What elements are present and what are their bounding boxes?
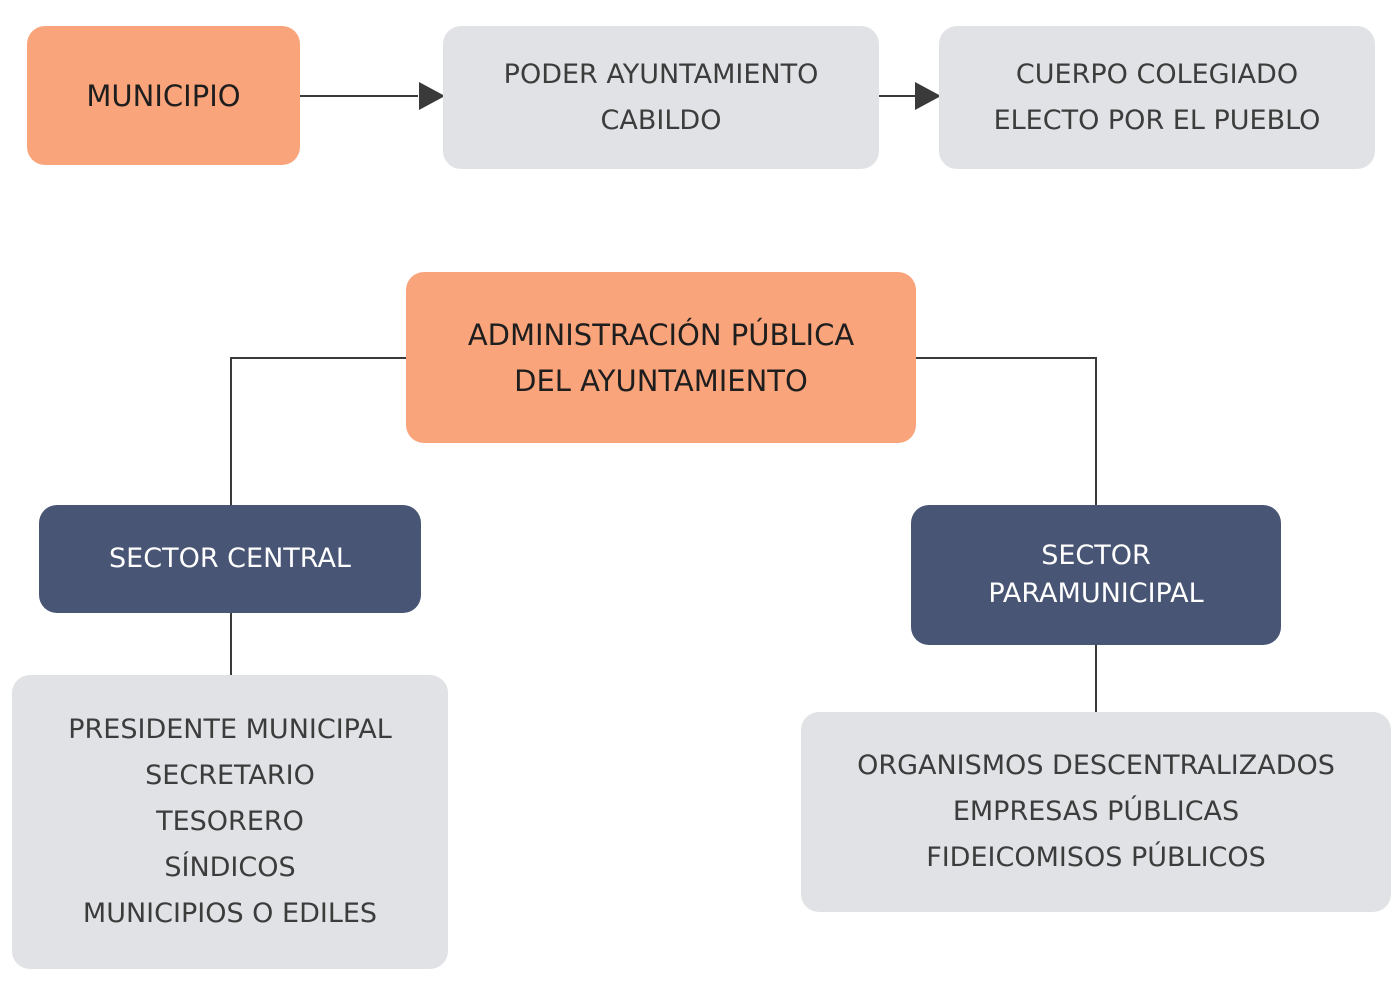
arrowhead-icon — [915, 82, 941, 110]
box-text-line: ADMINISTRACIÓN PÚBLICA — [467, 317, 855, 352]
sector-central-box: SECTOR CENTRAL — [39, 505, 421, 613]
member-item: ORGANISMOS DESCENTRALIZADOS — [857, 750, 1335, 781]
sector-central-members-box: PRESIDENTE MUNICIPAL SECRETARIO TESORERO… — [12, 675, 448, 969]
box-text-line: SECTOR CENTRAL — [109, 543, 351, 574]
connector-admin-to-paramunicipal — [916, 357, 1097, 505]
member-item: SECRETARIO — [145, 760, 315, 791]
arrowhead-icon — [419, 82, 445, 110]
administracion-publica-box: ADMINISTRACIÓN PÚBLICA DEL AYUNTAMIENTO — [406, 272, 916, 443]
box-text-line: PARAMUNICIPAL — [988, 578, 1204, 609]
poder-ayuntamiento-box: PODER AYUNTAMIENTO CABILDO — [443, 26, 879, 169]
connector-admin-to-central — [230, 357, 406, 505]
box-text-line: ELECTO POR EL PUEBLO — [993, 104, 1321, 136]
sector-paramunicipal-box: SECTOR PARAMUNICIPAL — [911, 505, 1281, 645]
sector-paramunicipal-members-box: ORGANISMOS DESCENTRALIZADOS EMPRESAS PÚB… — [801, 712, 1391, 912]
member-item: MUNICIPIOS O EDILES — [82, 898, 378, 929]
municipio-box: MUNICIPIO — [27, 26, 300, 165]
member-item: FIDEICOMISOS PÚBLICOS — [926, 842, 1266, 873]
box-text-line: PODER AYUNTAMIENTO — [503, 58, 819, 90]
box-text-line: CABILDO — [600, 104, 722, 136]
member-item: TESORERO — [156, 806, 304, 837]
cuerpo-colegiado-box: CUERPO COLEGIADO ELECTO POR EL PUEBLO — [939, 26, 1375, 169]
member-item: PRESIDENTE MUNICIPAL — [68, 714, 392, 745]
member-item: EMPRESAS PÚBLICAS — [952, 796, 1240, 827]
member-item: SÍNDICOS — [164, 852, 296, 883]
box-text-line: MUNICIPIO — [86, 78, 241, 113]
box-text-line: DEL AYUNTAMIENTO — [514, 363, 808, 398]
box-text-line: SECTOR — [1041, 540, 1151, 571]
box-text-line: CUERPO COLEGIADO — [1015, 58, 1299, 90]
